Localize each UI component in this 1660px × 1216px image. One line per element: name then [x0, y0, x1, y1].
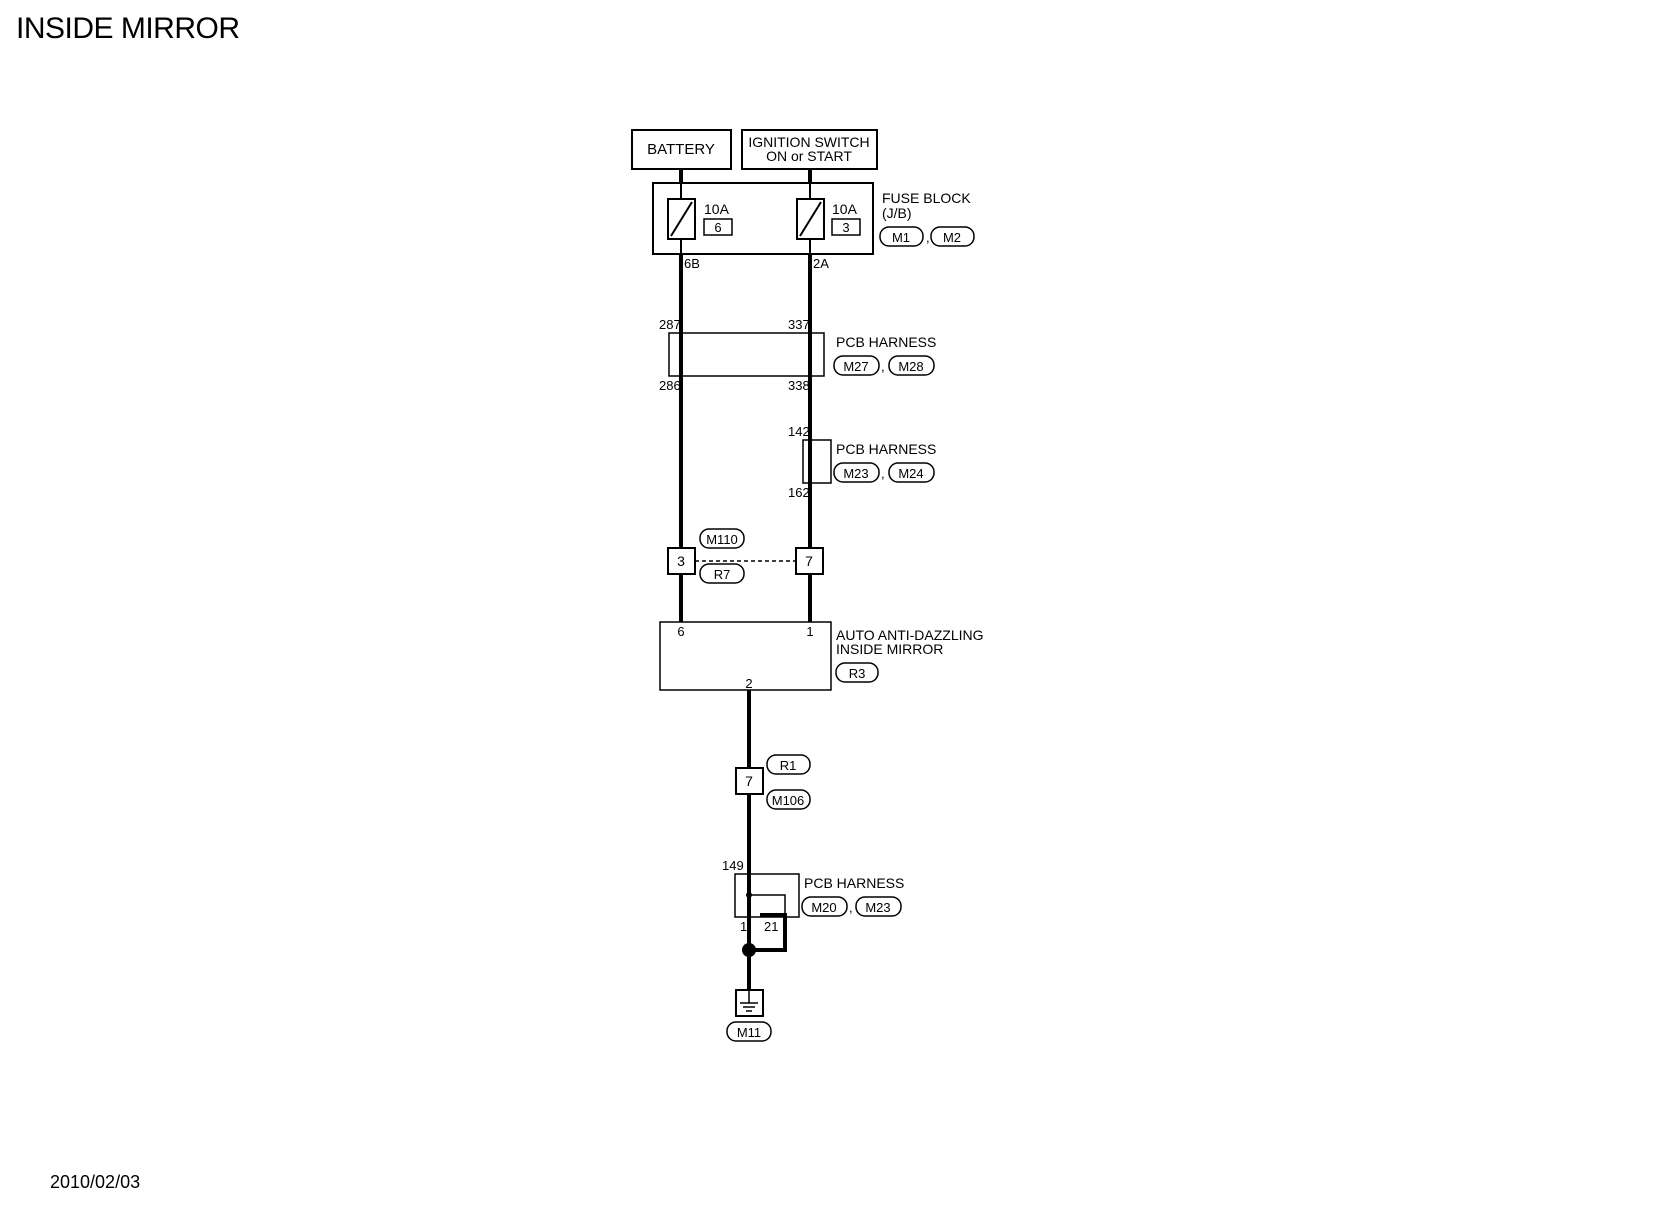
pcb-harness-1-pin-right-bottom: 338	[788, 378, 810, 393]
pcb-harness-2-label: PCB HARNESS	[836, 441, 936, 457]
fuse-block-connector-2: M2	[943, 230, 961, 245]
pcb-harness-3-internal-splice	[746, 892, 752, 898]
fuse-left-slash	[670, 201, 693, 237]
fuse-block-label-line2: (J/B)	[882, 205, 912, 221]
ground-icon	[735, 989, 764, 1017]
pcb-harness-1-pin-left-bottom: 286	[659, 378, 681, 393]
pcb-harness-2-connector-1: M23	[843, 466, 868, 481]
page-title: INSIDE MIRROR	[16, 12, 240, 45]
pcb-harness-1-pin-left-top: 287	[659, 317, 681, 332]
pcb-harness-3-connector-1: M20	[811, 900, 836, 915]
page-date: 2010/02/03	[50, 1172, 141, 1192]
mirror-label-line1: AUTO ANTI-DAZZLING	[836, 627, 984, 643]
battery-box	[631, 129, 732, 170]
battery-label: BATTERY	[647, 141, 715, 158]
fuse-block-label-line1: FUSE BLOCK	[882, 190, 971, 206]
pcb-harness-1-connector-1: M27	[843, 359, 868, 374]
pcb-harness-2-connector-2-outline	[888, 462, 935, 483]
ground-connector-bottom-outline	[766, 789, 811, 810]
ground-connector-bottom: M106	[772, 793, 805, 808]
mirror-connector: R3	[849, 666, 866, 681]
joint-connector-bottom-outline	[699, 563, 745, 584]
mirror-connector-outline	[835, 662, 879, 683]
ground-connector-pin: 7	[745, 773, 753, 789]
ignition-label-line1: IGNITION SWITCH	[748, 134, 869, 150]
ground-connector-pin-box	[735, 767, 764, 795]
mirror-pin-left: 6	[677, 624, 684, 639]
pcb-harness-3-label: PCB HARNESS	[804, 875, 904, 891]
pcb-harness-2-pin-bottom: 162	[788, 485, 810, 500]
ground-splice-dot	[742, 943, 756, 957]
fuse-right-number-box	[831, 218, 861, 236]
ignition-label-line2: ON or START	[766, 148, 852, 164]
pcb-harness-1-label: PCB HARNESS	[836, 334, 936, 350]
pcb-harness-3-pin-left-bottom: 1	[740, 919, 747, 934]
pcb-harness-3-connector-2: M23	[865, 900, 890, 915]
pcb-harness-2-connector-2: M24	[898, 466, 923, 481]
joint-connector-top-outline	[699, 528, 745, 549]
mirror-pin-right: 1	[806, 624, 813, 639]
ground-connector-top: R1	[780, 758, 797, 773]
joint-connector-left-pin: 3	[677, 553, 685, 569]
pcb-harness-3-pin-right-bottom: 21	[764, 919, 778, 934]
pcb-harness-3-internal-link	[749, 894, 786, 917]
pcb-harness-2-box	[802, 439, 832, 484]
pcb-harness-3-connector-separator: ,	[849, 900, 853, 915]
joint-connector-bottom: R7	[714, 567, 731, 582]
fuse-left-terminal: 6B	[684, 256, 700, 271]
ignition-switch-box	[741, 129, 878, 170]
fuse-right-slash	[799, 201, 822, 237]
fuse-right-number: 3	[842, 220, 849, 235]
mirror-label-line2: INSIDE MIRROR	[836, 641, 943, 657]
pcb-harness-2-connector-1-outline	[833, 462, 880, 483]
fuse-block-connector-separator: ,	[926, 230, 930, 245]
fuse-right-terminal: 2A	[813, 256, 829, 271]
joint-connector-right-pin: 7	[805, 553, 813, 569]
mirror-box	[659, 621, 832, 691]
pcb-harness-3-connector-2-outline	[855, 896, 902, 917]
ground-connector-label: M11	[737, 1025, 761, 1040]
wires	[679, 169, 812, 990]
wire-ground-loop	[749, 913, 787, 952]
joint-connector-top: M110	[706, 532, 738, 547]
pcb-harness-1-box	[668, 332, 825, 377]
pcb-harness-3-pin-top: 149	[722, 858, 744, 873]
joint-connector-right-pin-box	[795, 547, 824, 575]
pcb-harness-2-pin-top: 142	[788, 424, 810, 439]
pcb-harness-3-box	[734, 873, 800, 918]
fuse-block-connector-1: M1	[892, 230, 910, 245]
ground-connector-top-outline	[766, 754, 811, 775]
fuse-block-connector-1-outline	[879, 226, 924, 247]
mirror-pin-bottom: 2	[745, 676, 752, 691]
ground-connector-outline	[726, 1021, 772, 1042]
pcb-harness-1-connector-2-outline	[888, 355, 935, 376]
pcb-harness-1-connector-1-outline	[833, 355, 880, 376]
pcb-harness-3-connector-1-outline	[801, 896, 848, 917]
pcb-harness-2-connector-separator: ,	[881, 466, 885, 481]
joint-connector-left-pin-box	[667, 547, 696, 575]
fuse-left-number-box	[703, 218, 733, 236]
fuse-left-rating: 10A	[704, 201, 730, 217]
fuse-left-number: 6	[714, 220, 721, 235]
fuse-block-connector-2-outline	[930, 226, 975, 247]
pcb-harness-1-connector-2: M28	[898, 359, 923, 374]
pcb-harness-1-pin-right-top: 337	[788, 317, 810, 332]
fuse-right-rating: 10A	[832, 201, 858, 217]
pcb-harness-1-connector-separator: ,	[881, 359, 885, 374]
